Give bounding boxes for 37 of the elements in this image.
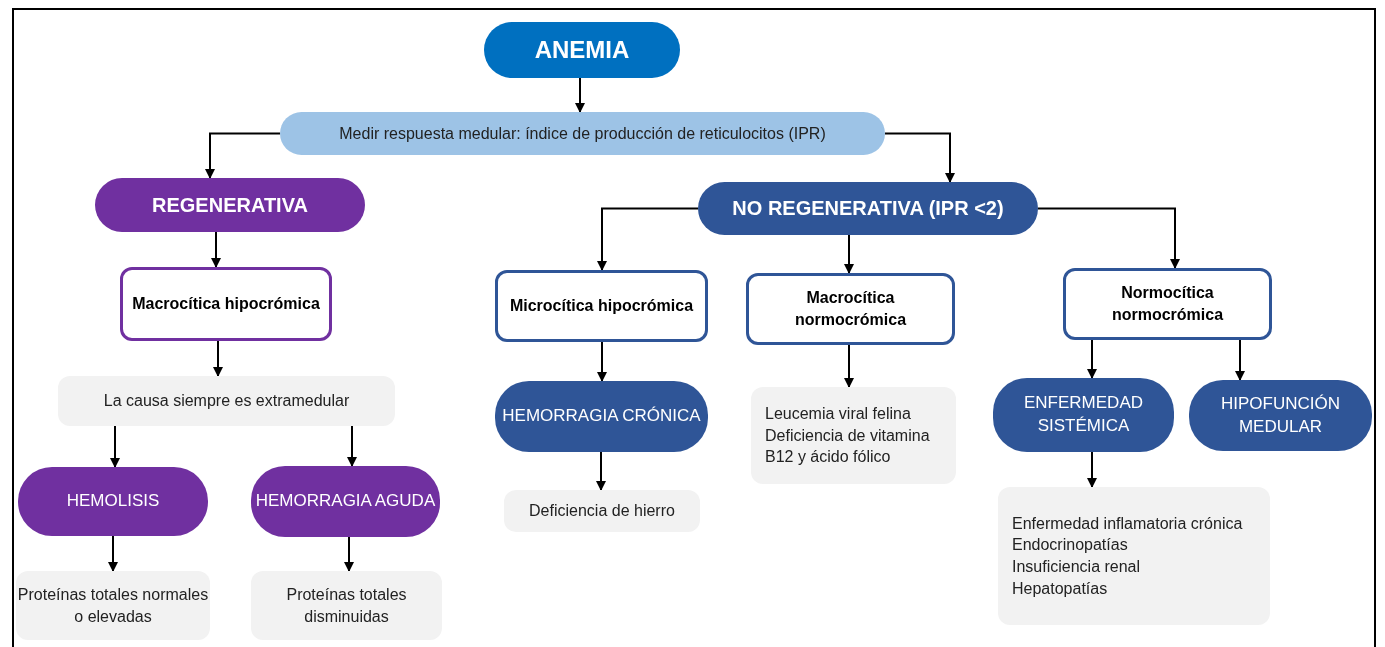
arrow: [110, 425, 120, 468]
arrow: [211, 231, 221, 268]
cause-pill: HEMORRAGIA CRÓNICA: [495, 381, 708, 452]
arrow: [844, 234, 854, 274]
arrow: [1037, 207, 1180, 269]
note-box: La causa siempre es extramedular: [58, 376, 395, 426]
list-box: Enfermedad inflamatoria crónica Endocrinopatías Insuficiencia renal Hepatopatías: [998, 487, 1270, 625]
arrow: [347, 425, 357, 467]
cause-pill: ENFERMEDAD SISTÉMICA: [993, 378, 1174, 452]
cause-pill: HIPOFUNCIÓN MEDULAR: [1189, 380, 1372, 451]
note-box: Proteínas totales disminuidas: [251, 571, 442, 640]
list-box: Leucemia viral felina Deficiencia de vitamina B12 y ácido fólico: [751, 387, 956, 484]
arrow: [844, 344, 854, 388]
arrow: [213, 340, 223, 377]
cause-pill: HEMORRAGIA AGUDA: [251, 466, 440, 537]
arrow: [575, 77, 585, 113]
category-pill: NO REGENERATIVA (IPR <2): [698, 182, 1038, 235]
arrow: [108, 535, 118, 572]
arrow: [597, 341, 607, 382]
classification-box: Normocítica normocrómica: [1063, 268, 1272, 340]
note-box: Proteínas totales normales o elevadas: [16, 571, 210, 640]
arrow: [597, 207, 699, 271]
arrow: [1087, 339, 1097, 379]
category-pill: REGENERATIVA: [95, 178, 365, 232]
classification-box: Macrocítica normocrómica: [746, 273, 955, 345]
start-terminal: ANEMIA: [484, 22, 680, 78]
arrow: [1087, 451, 1097, 488]
arrow: [344, 536, 354, 572]
arrow: [884, 132, 955, 183]
classification-box: Microcítica hipocrómica: [495, 270, 708, 342]
note-box: Deficiencia de hierro: [504, 490, 700, 532]
arrow: [596, 451, 606, 491]
arrow: [205, 132, 281, 179]
arrow: [1235, 339, 1245, 381]
cause-pill: HEMOLISIS: [18, 467, 208, 536]
classification-box: Macrocítica hipocrómica: [120, 267, 332, 341]
process-banner: Medir respuesta medular: índice de producción de reticulocitos (IPR): [280, 112, 885, 155]
